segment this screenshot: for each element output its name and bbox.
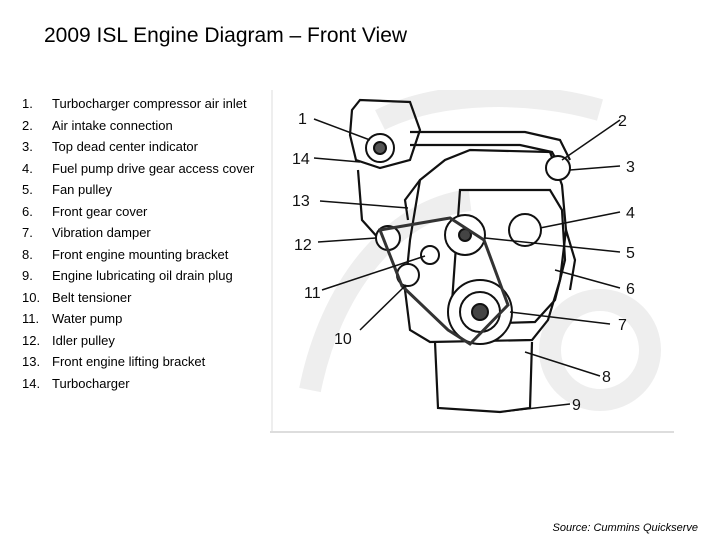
legend-item: 4.Fuel pump drive gear access cover xyxy=(22,160,255,176)
legend-item: 9.Engine lubricating oil drain plug xyxy=(22,268,233,283)
legend-item: 13.Front engine lifting bracket xyxy=(22,354,206,369)
callout-7: 7 xyxy=(618,317,627,334)
callout-9: 9 xyxy=(572,397,581,414)
water-pump xyxy=(420,245,440,265)
legend-item: 2.Air intake connection xyxy=(22,117,173,133)
legend-item: 1.Turbocharger compressor air inlet xyxy=(22,96,247,111)
legend-item: 14.Turbocharger xyxy=(22,375,130,391)
callout-4: 4 xyxy=(626,205,635,222)
legend-item: 8.Front engine mounting bracket xyxy=(22,246,229,262)
leader-lines xyxy=(313,118,621,413)
legend-item: 3.Top dead center indicator xyxy=(22,139,198,154)
legend-item: 12.Idler pulley xyxy=(22,332,115,348)
callout-8: 8 xyxy=(602,369,611,386)
page-title: 2009 ISL Engine Diagram – Front View xyxy=(44,24,408,47)
top-dead-center-indicator xyxy=(545,155,571,181)
callout-2: 2 xyxy=(618,113,627,130)
callout-12: 12 xyxy=(294,237,312,254)
callout-10: 10 xyxy=(334,331,352,348)
callout-14: 14 xyxy=(292,151,310,168)
source-caption: Source: Cummins Quickserve xyxy=(552,522,699,534)
drive-belt xyxy=(377,216,510,346)
legend-item: 6.Front gear cover xyxy=(22,203,148,219)
legend-item: 5.Fan pulley xyxy=(22,182,112,197)
callout-5: 5 xyxy=(626,245,635,262)
callout-labels: 1 2 3 4 5 6 7 8 9 10 11 12 13 14 xyxy=(292,111,635,414)
parts-legend: 1.Turbocharger compressor air inlet 2.Ai… xyxy=(22,93,262,394)
callout-13: 13 xyxy=(292,193,310,210)
watermark xyxy=(299,90,661,411)
legend-item: 11.Water pump xyxy=(22,311,123,326)
callout-6: 6 xyxy=(626,281,635,298)
callout-11: 11 xyxy=(304,285,321,302)
fuel-pump-access-cover xyxy=(508,213,542,247)
callout-1: 1 xyxy=(298,111,307,128)
engine-components xyxy=(365,133,571,345)
legend-item: 10.Belt tensioner xyxy=(22,289,132,305)
callout-3: 3 xyxy=(626,159,635,176)
engine-diagram: 1 2 3 4 5 6 7 8 9 10 11 12 13 14 xyxy=(270,90,674,433)
legend-item: 7.Vibration damper xyxy=(22,225,151,240)
